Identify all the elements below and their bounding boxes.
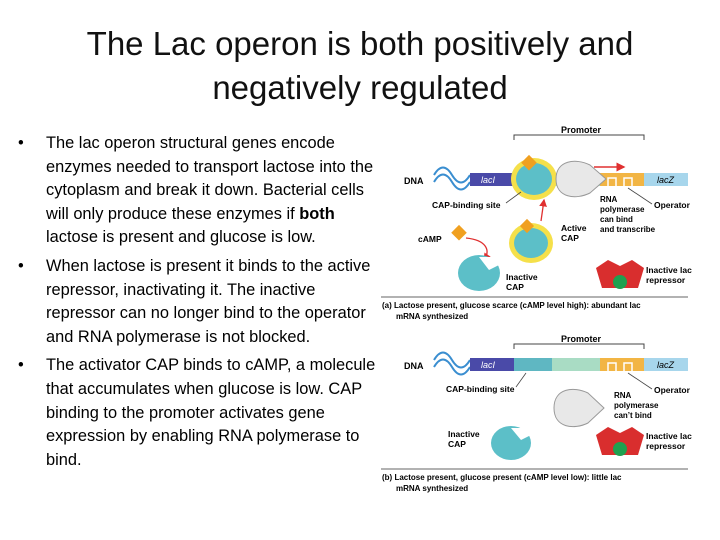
camp-molecule [519,218,535,234]
bullet-text: The activator CAP binds to cAMP, a molec… [46,356,376,469]
operator-notches [607,177,633,186]
operator-label: Operator [654,200,691,210]
slide-title: The Lac operon is both positively and ne… [86,25,634,106]
camp-label: cAMP [418,234,442,244]
promoter-label: Promoter [561,125,602,135]
laci-gene [470,358,514,371]
lacz-gene [644,173,688,186]
lac-repressor [596,260,644,288]
active-cap-label: CAP [561,233,579,243]
operator-region [600,173,644,186]
rna-polymerase-label: and transcribe [600,225,656,234]
lacz-label: lacZ [657,360,675,370]
panel-b-caption: mRNA synthesized [396,484,468,493]
promoter-region [552,358,600,371]
laci-gene [470,173,514,186]
dna-helix [433,166,471,184]
rna-polymerase-label: can bind [600,215,633,224]
rna-polymerase-label: RNA [600,195,618,204]
lacz-label: lacZ [657,175,675,185]
bullet-bold-text: both [299,204,335,223]
camp-molecule [451,224,467,241]
rna-polymerase-label: RNA [614,391,632,400]
cap-binding-pocket [511,428,531,440]
dna-helix [433,358,471,376]
rna-polymerase-label: polymerase [614,401,659,410]
dna-helix [433,351,471,369]
dna-helix [433,173,471,191]
active-cap-protein [516,163,552,195]
inactive-repressor-label: repressor [646,441,686,451]
cap-binding-site-label: CAP-binding site [432,200,501,210]
bullet-list: • The lac operon structural genes encode… [18,132,378,477]
rna-polymerase [555,160,607,198]
active-cap-label: Active [561,223,587,233]
lac-operon-diagram: Promoter DNA lacI lacZ CAP-binding site … [381,125,692,493]
rna-polymerase-label: polymerase [600,205,645,214]
binding-arrow [539,198,547,222]
leader-line [515,372,527,388]
leader-line [627,187,653,205]
promoter-bracket [513,134,645,140]
bullet-marker: • [18,356,24,375]
cap-binding-pocket [479,257,499,270]
panel-b-caption: (b) Lactose present, glucose present (cA… [382,473,622,482]
lactose-molecule [613,442,627,456]
panel-a-caption: mRNA synthesized [396,312,468,321]
rna-polymerase [553,388,605,428]
inactive-repressor-label: Inactive lac [646,431,692,441]
inactive-cap-label: CAP [506,282,524,292]
dna-label: DNA [404,176,424,186]
operator-notches [607,362,633,371]
operator-label: Operator [654,385,691,395]
lac-repressor [596,427,644,455]
promoter-bracket [513,343,645,349]
cap-binding-site-label: CAP-binding site [446,384,515,394]
laci-label: lacI [481,360,496,370]
bullet-marker: • [18,134,24,152]
bullet-marker: • [18,256,24,275]
bullet-item: • The activator CAP binds to cAMP, a mol… [18,354,378,472]
panel-a: Promoter DNA lacI lacZ CAP-binding site … [381,125,692,321]
bullet-item: • The lac operon structural genes encode… [18,132,378,250]
bullet-text-after: lactose is present and glucose is low. [46,228,316,247]
laci-label: lacI [481,175,496,185]
inactive-cap-label: Inactive [506,272,538,282]
operator-region [600,358,644,371]
leader-line [505,191,522,204]
promoter-label: Promoter [561,334,602,344]
lactose-molecule [613,275,627,289]
inactive-repressor-label: repressor [646,275,686,285]
leader-line [627,372,653,390]
lacz-gene [644,358,688,371]
inactive-cap-label: CAP [448,439,466,449]
inactive-cap-label: Inactive [448,429,480,439]
active-cap-protein [514,228,548,258]
inactive-repressor-label: Inactive lac [646,265,692,275]
cap-binding-region [514,358,552,371]
rna-polymerase-label: can’t bind [614,411,652,420]
panel-b: Promoter DNA lacI lacZ CAP-binding site … [381,334,692,493]
bullet-text: When lactose is present it binds to the … [46,256,371,346]
bullet-item: • When lactose is present it binds to th… [18,255,378,349]
panel-a-caption: (a) Lactose present, glucose scarce (cAM… [382,301,641,310]
bullet-text: The lac operon structural genes encode e… [46,134,374,223]
dna-label: DNA [404,361,424,371]
